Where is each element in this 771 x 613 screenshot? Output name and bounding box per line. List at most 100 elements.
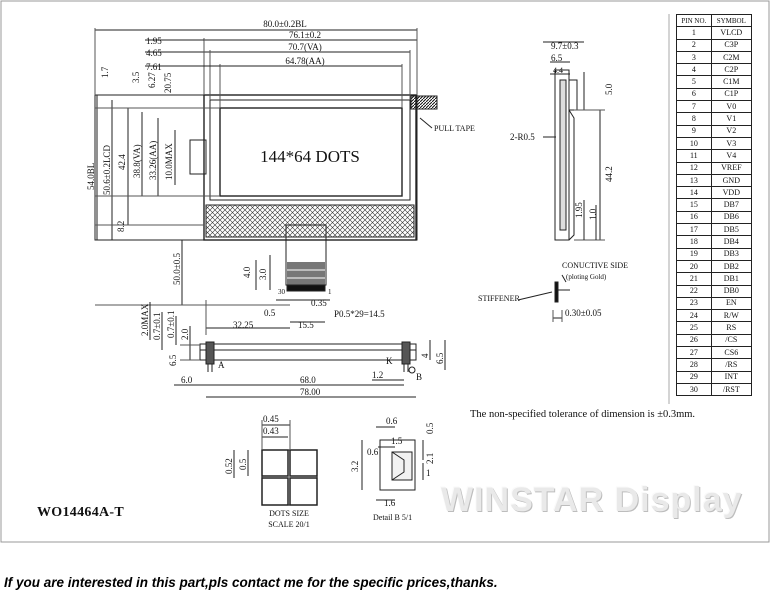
- side-dim-9-7: 9.7±0.3: [551, 41, 579, 51]
- pin-symbol-cell: C3P: [710, 38, 753, 52]
- detail-dim-0-6b: 0.6: [367, 447, 379, 457]
- pin-number-cell: 3: [676, 50, 712, 65]
- fpc-pin-1: 1: [328, 288, 332, 296]
- pin-symbol-cell: C1M: [710, 75, 753, 89]
- dim-10max: 10.0MAX: [164, 143, 174, 180]
- side-view-body: [554, 69, 570, 241]
- dots-scale: SCALE 20/1: [268, 520, 310, 529]
- pin-number-cell: 2: [676, 38, 712, 52]
- pin-number-cell: 29: [676, 370, 712, 384]
- pin-number-cell: 28: [676, 358, 712, 372]
- dim-height-bl: 54.0BL: [86, 163, 96, 190]
- pin-number-cell: 23: [676, 296, 712, 311]
- dim-2-0: 2.0: [180, 328, 190, 340]
- pin-symbol-cell: DB0: [710, 284, 753, 298]
- pin-number-cell: 21: [676, 272, 712, 286]
- side-dim-5: 5.0: [604, 83, 614, 95]
- pin-symbol-cell: V0: [710, 100, 753, 114]
- model-number: WO14464A-T: [37, 505, 124, 520]
- pin-number-cell: 8: [676, 112, 712, 126]
- conductive-label: CONUCTIVE SIDE: [562, 261, 628, 270]
- pin-number-cell: 6: [676, 87, 712, 102]
- detail-dim-2-1: 2.1: [425, 453, 435, 464]
- side-dim-0-30: 0.30±0.05: [565, 308, 602, 318]
- pin-symbol-cell: DB5: [710, 223, 753, 237]
- pin-symbol-cell: CS6: [710, 346, 753, 360]
- detail-dim-1: 1: [426, 468, 431, 478]
- fpc-pitch: P0.5*29=14.5: [334, 309, 385, 319]
- dim-height-42: 42.4: [117, 154, 127, 170]
- dim-height-lcd: 50.6±0.2LCD: [102, 145, 112, 195]
- pin-symbol-cell: DB7: [710, 198, 753, 212]
- side-dim-1-95: 1.95: [574, 202, 584, 218]
- detail-dim-3-2: 3.2: [350, 461, 360, 472]
- pin-symbol-cell: VLCD: [710, 26, 753, 40]
- pin-number-cell: 25: [676, 321, 712, 335]
- pin-number-cell: 5: [676, 75, 712, 89]
- pin-number-cell: 15: [676, 198, 712, 212]
- side-dim-6-5: 6.5: [551, 53, 563, 63]
- stiffener-label: STIFFENER: [478, 294, 520, 303]
- detail-dim-1-5: 1.5: [391, 436, 403, 446]
- pin-number-cell: 24: [676, 309, 712, 323]
- dim-v-4: 20.75: [163, 72, 173, 93]
- detail-dim-0-6: 0.6: [386, 416, 398, 426]
- tolerance-note: The non-specified tolerance of dimension…: [470, 409, 696, 420]
- pin-symbol-cell: DB3: [710, 247, 753, 261]
- pin-number-cell: 30: [676, 382, 712, 397]
- pin-symbol-cell: C2M: [710, 50, 753, 65]
- pin-number-cell: 13: [676, 173, 712, 188]
- polarizer-hatch: [205, 204, 415, 238]
- side-dim-1-0: 1.0: [588, 208, 598, 220]
- fpc-dim-32-25: 32.25: [233, 320, 254, 330]
- sheet-border: [0, 0, 770, 543]
- table-row: 30/RST: [676, 382, 753, 397]
- fpc-dim-0-35: 0.35: [311, 298, 327, 308]
- fpc-dim-0-5: 0.5: [264, 308, 276, 318]
- dot-dim-0-45: 0.45: [263, 414, 279, 424]
- dots-caption: DOTS SIZE: [269, 509, 309, 518]
- pin-number-cell: 22: [676, 284, 712, 298]
- screen-label: 144*64 DOTS: [260, 147, 360, 166]
- pin-symbol-cell: /RS: [710, 358, 753, 372]
- dim-offset-2: 4.65: [146, 48, 162, 58]
- pin-symbol-cell: C2P: [710, 63, 753, 77]
- dim-lcd-width: 76.1±0.2: [289, 30, 321, 40]
- pin-number-cell: 16: [676, 210, 712, 225]
- pin-number-cell: 12: [676, 161, 712, 175]
- dim-6-5-left: 6.5: [168, 354, 178, 366]
- pin-no-header: PIN NO.: [676, 13, 712, 28]
- radius-label: 2-R0.5: [510, 132, 535, 142]
- dim-2max: 2.0MAX: [140, 303, 150, 336]
- dim-overall-width: 80.0±0.2BL: [263, 19, 306, 29]
- dim-8-2: 8.2: [116, 221, 126, 232]
- pin-symbol-cell: EN: [710, 296, 753, 311]
- dim-height-va: 38.8(VA): [132, 144, 142, 178]
- detail-caption: Detail B 5/1: [373, 513, 412, 522]
- pin-symbol-cell: INT: [710, 370, 753, 384]
- pin-a: A: [218, 360, 225, 370]
- pin-number-cell: 17: [676, 223, 712, 237]
- conductive-sub: (ploting Gold): [566, 273, 607, 281]
- pin-number-cell: 26: [676, 333, 712, 348]
- dim-1-2: 1.2: [372, 370, 383, 380]
- pin-number-cell: 19: [676, 247, 712, 261]
- pin-symbol-cell: GND: [710, 173, 753, 188]
- pull-tape-label: PULL TAPE: [434, 124, 475, 133]
